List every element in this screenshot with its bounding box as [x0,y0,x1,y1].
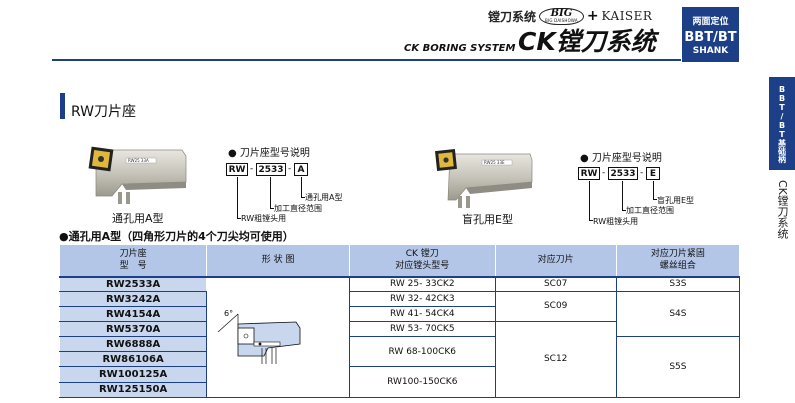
model-cell: RW4154A [58,306,208,323]
table-row: RW2533A 6° RW 25- 33CK2 SC07 S3S [58,276,741,398]
tool-a-marking: RW25 33A [128,158,149,163]
head-cell: RW 68-100CK6 [349,336,496,368]
model-cell: RW2533A [58,276,208,292]
table-row: RW4154A RW 41- 54CK4 [58,306,740,323]
code-note-prefix: RW粗镗头用 [593,217,639,226]
brand-line: 镗刀系统 BIG BIG DAISHOWA + KAISER [488,6,652,26]
shank-badge: 两面定位 BBT/BT SHANK [682,7,739,62]
col-header-model: 刀片座型 号 [58,244,208,278]
model-cell: RW6888A [58,336,208,353]
insert-cell: SC12 [494,321,617,398]
code-note-type: 盲孔用E型 [657,196,695,205]
holder-shape-diagram: 6° [217,309,301,364]
code-box-prefix: RW [226,163,248,176]
tool-image-type-e: RW25 33E [435,149,533,208]
table-title: ●通孔用A型（四角形刀片的4个刀尖均可使用） [59,230,294,243]
col-header-shape: 形 状 图 [206,244,351,278]
tool-caption-type-a: 通孔用A型 [112,212,164,225]
code-note-prefix: RW粗镗头用 [241,214,287,223]
code-title-e: 刀片座型号说明 [591,153,662,164]
code-note-range: 加工直径范围 [626,206,674,215]
model-cell: RW125150A [58,381,208,398]
code-note-type: 通孔用A型 [305,193,343,202]
table-row: RW100125A RW100-150CK6 [58,366,740,398]
screw-cell: S3S [615,276,741,292]
table-row: RW3242A RW 32- 42CK3 SC09 S4S [58,290,741,338]
section-marker [60,93,65,119]
plus-sign: + [586,8,599,24]
table-row: RW86106A [58,351,740,368]
table-row: RW5370A RW 53- 70CK5 SC12 [58,321,740,398]
code-box-type: A [294,163,308,176]
head-cell: RW 53- 70CK5 [349,321,496,338]
col-header-head: CK 镗刀对应镗头型号 [349,244,496,278]
head-cell: RW100-150CK6 [349,366,496,398]
model-cell: RW100125A [58,366,208,383]
code-note-range: 加工直径范围 [274,204,322,213]
head-cell: RW 41- 54CK4 [349,306,496,323]
code-box-prefix: RW [578,167,600,180]
table-row: RW6888A RW 68-100CK6 S5S [58,336,741,398]
model-cell: RW86106A [58,351,208,368]
code-box-range: 2533 [256,163,286,176]
screw-cell: S5S [615,336,741,398]
model-cell: RW5370A [58,321,208,338]
page-title: CK镗刀系统 [518,27,656,56]
kaiser-logo: KAISER [601,9,653,23]
header-rule [52,59,681,61]
spec-table: 刀片座型 号 形 状 图 CK 镗刀对应镗头型号 对应刀片 对应刀片紧固螺丝组合… [58,244,741,398]
insert-cell: SC07 [494,276,617,292]
code-title-a: 刀片座型号说明 [239,148,310,159]
angle-label: 6° [224,309,233,318]
table-header-row: 刀片座型 号 形 状 图 CK 镗刀对应镗头型号 对应刀片 对应刀片紧固螺丝组合 [58,244,741,278]
code-box-range: 2533 [608,167,638,180]
brand-cn: 镗刀系统 [488,9,537,24]
tool-e-marking: RW25 33E [484,160,505,165]
table-row: RW125150A [58,381,740,398]
col-header-screw: 对应刀片紧固螺丝组合 [615,244,741,278]
code-box-type: E [646,167,660,180]
tool-image-type-a: RW25 33A [88,146,187,204]
model-cell: RW3242A [58,290,208,308]
col-header-insert: 对应刀片 [494,244,617,278]
head-cell: RW 25- 33CK2 [349,276,496,292]
section-title: RW刀片座 [71,104,137,120]
big-daishowa-logo: BIG BIG DAISHOWA [539,7,584,25]
head-cell: RW 32- 42CK3 [349,290,496,308]
shape-diagram-cell: 6° [206,276,351,398]
english-subtitle: CK BORING SYSTEM [404,43,516,54]
screw-cell: S4S [615,290,741,338]
tool-caption-type-e: 盲孔用E型 [462,213,513,226]
side-tab-bbt[interactable]: BBT/BT基础柄 [769,77,795,170]
side-category-label: CK镗刀系统 [776,180,789,239]
insert-cell: SC09 [494,290,617,323]
